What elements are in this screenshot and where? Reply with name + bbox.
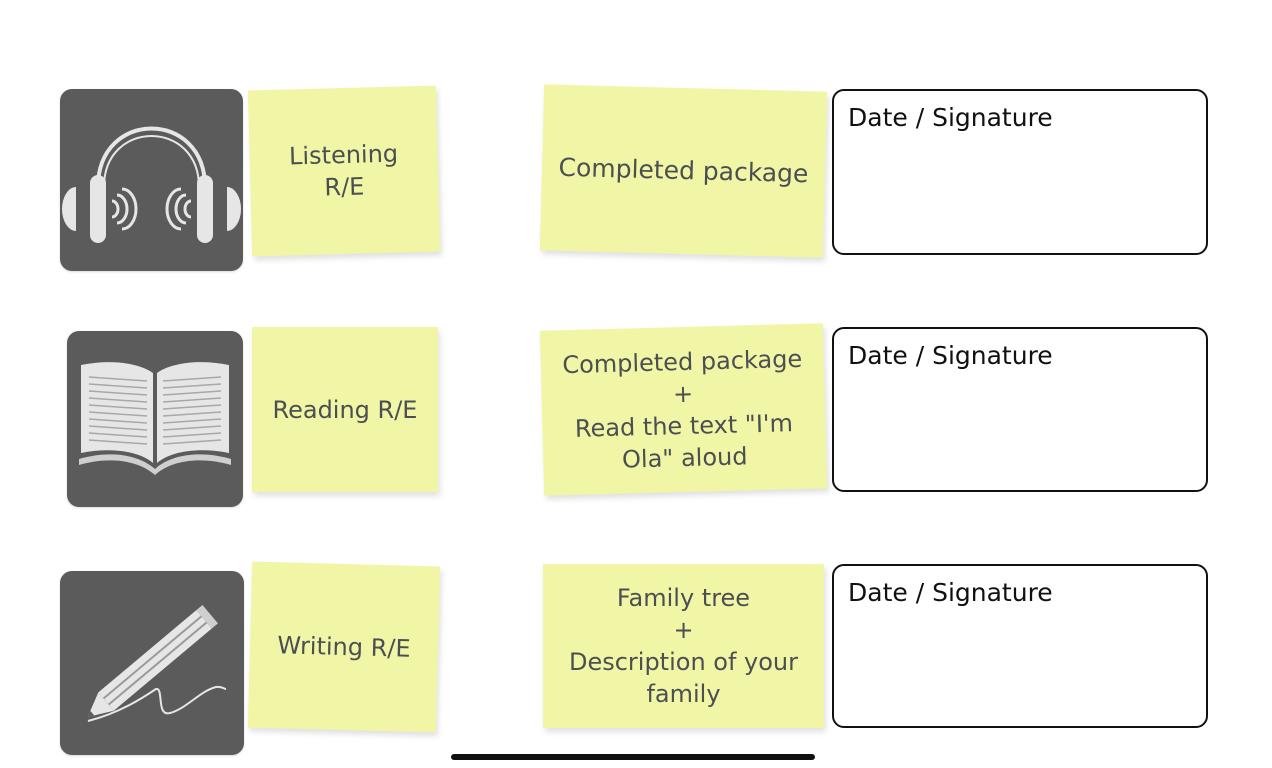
task-note-line: Read the text "I'm (574, 408, 794, 443)
open-book-icon (67, 331, 243, 507)
signature-box-writing[interactable]: Date / Signature (832, 564, 1208, 728)
task-note-line: family (646, 680, 721, 708)
skill-note-line: Reading R/E (272, 395, 418, 424)
task-note-line: Ola" aloud (621, 441, 748, 474)
signature-label: Date / Signature (848, 103, 1053, 132)
task-note-line: Family tree (616, 584, 751, 612)
task-note-line: Description of your (568, 648, 799, 676)
signature-label: Date / Signature (848, 341, 1053, 370)
skill-note-writing: Writing R/E (247, 561, 441, 733)
skill-note-listening: Listening R/E (247, 85, 441, 257)
home-indicator-bar[interactable] (451, 754, 815, 760)
skill-note-line: Writing R/E (277, 631, 411, 663)
task-note-listening: Completed package (539, 84, 828, 258)
skill-note-line: Listening (288, 139, 399, 171)
signature-box-reading[interactable]: Date / Signature (832, 327, 1208, 492)
signature-label: Date / Signature (848, 578, 1053, 607)
skill-note-reading: Reading R/E (252, 327, 438, 492)
task-note-line: Completed package (561, 344, 803, 379)
signature-box-listening[interactable]: Date / Signature (832, 89, 1208, 255)
task-note-writing: Family tree + Description of your family (543, 564, 824, 728)
task-note-line: Completed package (558, 152, 809, 189)
task-note-reading: Completed package + Read the text "I'm O… (539, 323, 828, 496)
skill-note-line: R/E (324, 172, 365, 202)
task-note-line: + (672, 379, 694, 408)
task-note-line: + (673, 616, 694, 644)
headphones-icon (60, 89, 243, 271)
pencil-icon (60, 571, 244, 755)
